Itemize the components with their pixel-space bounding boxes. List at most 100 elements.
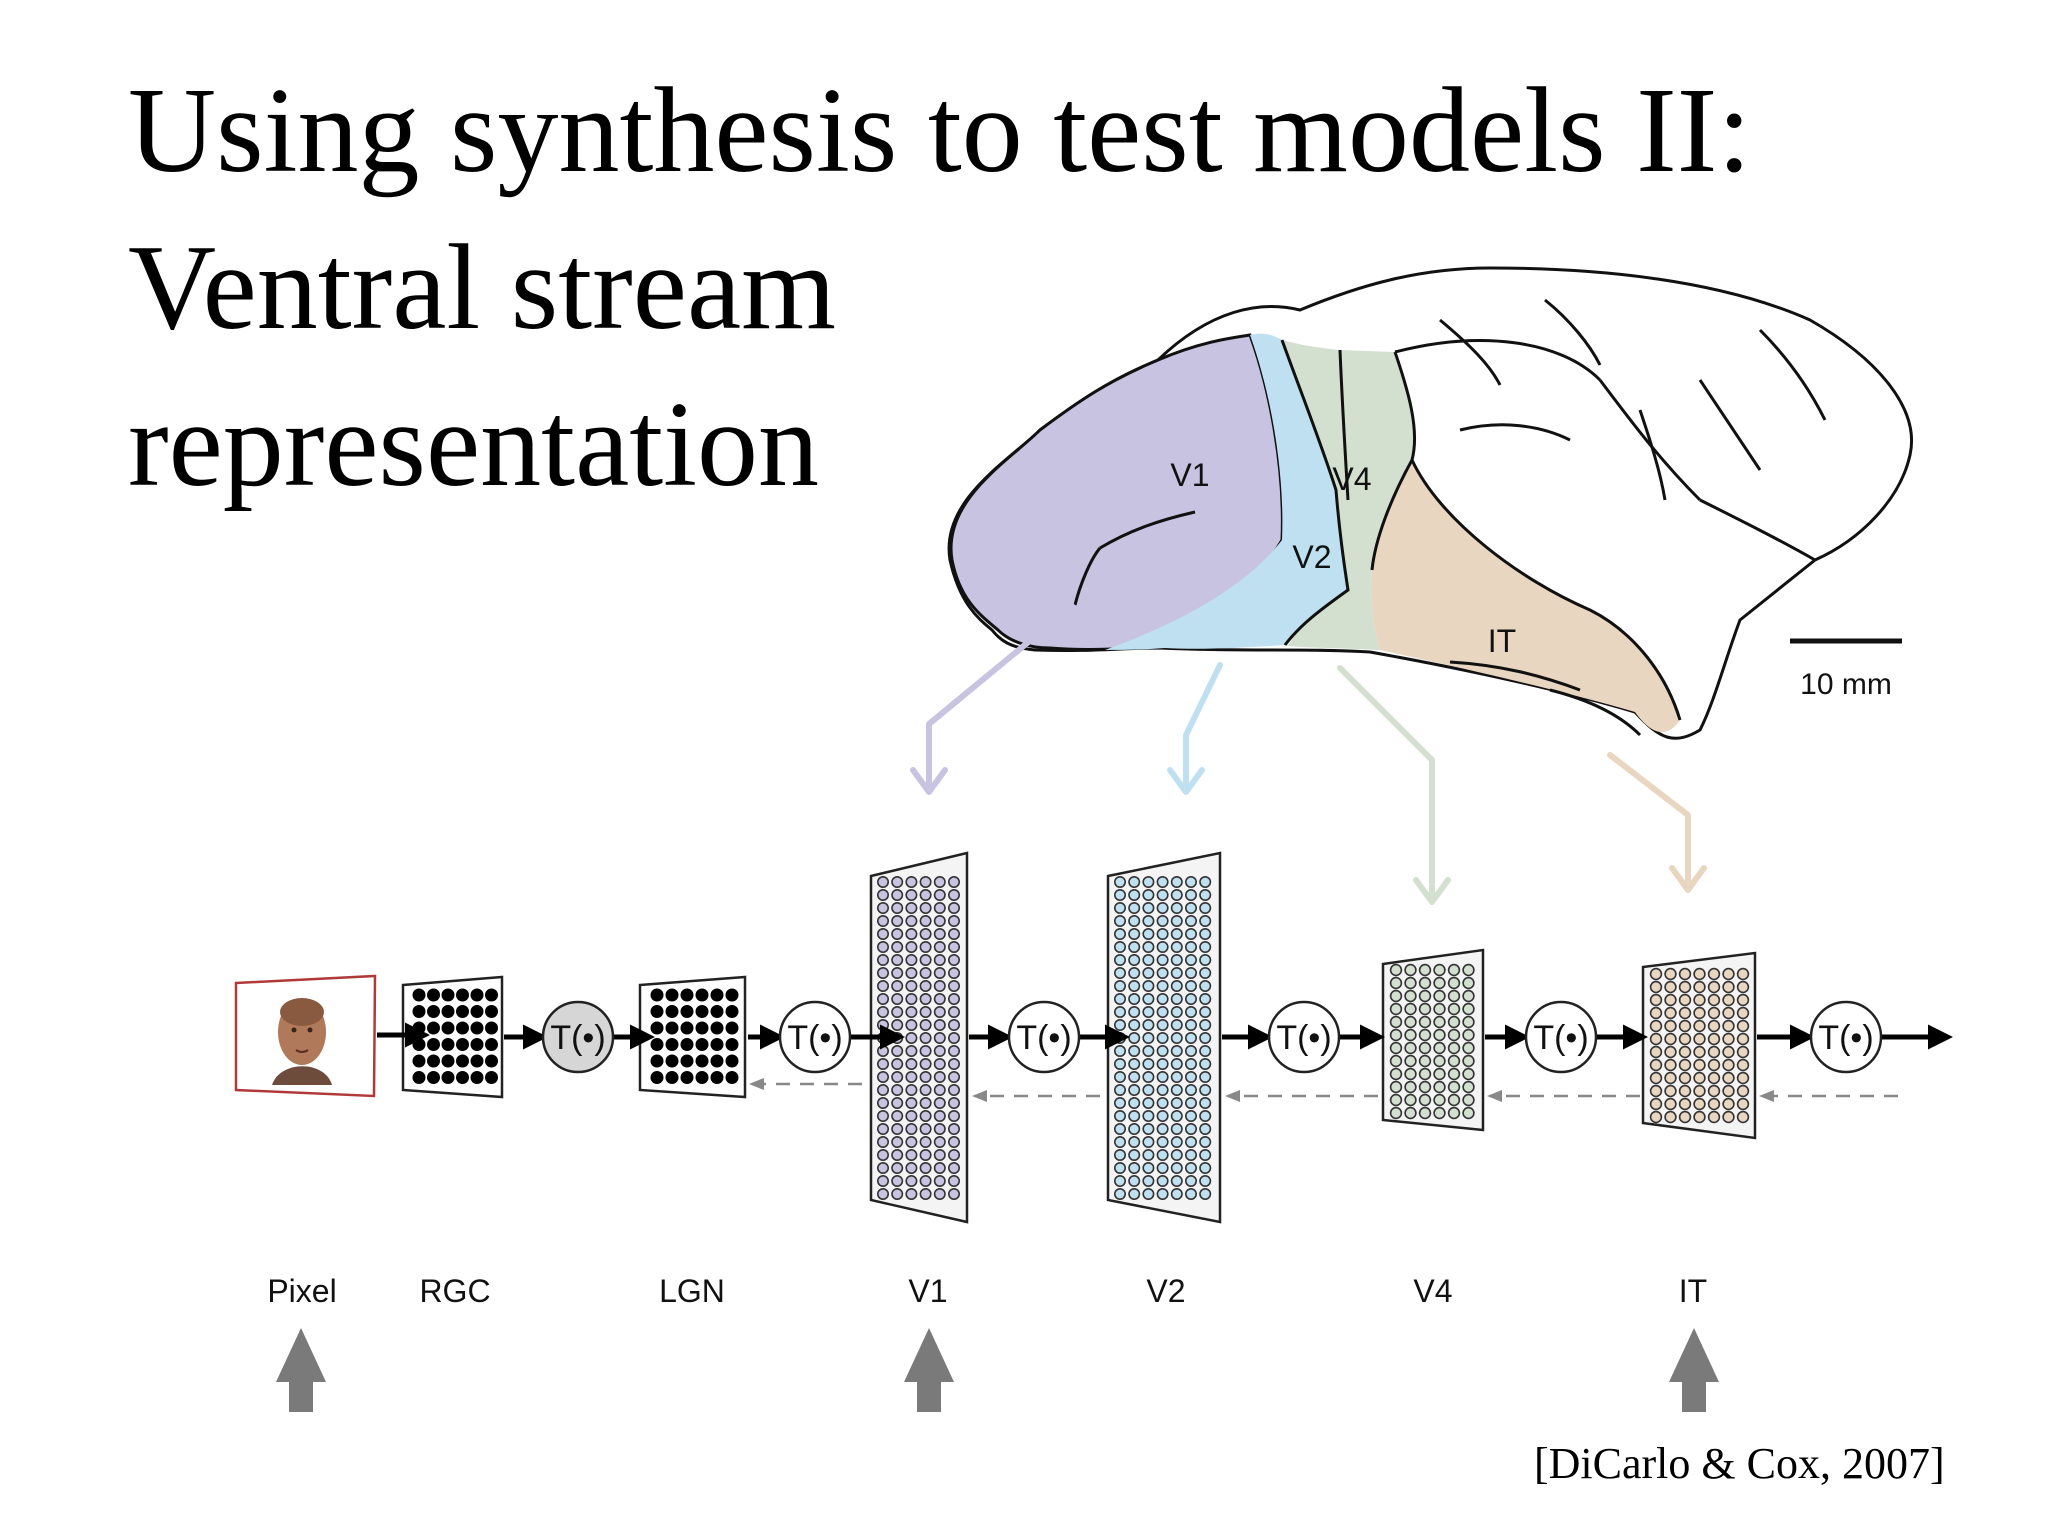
v2-unit [1128,1175,1141,1188]
it-unit [1693,1032,1706,1046]
stage-label-v1: V1 [908,1273,947,1309]
it-unit [1707,1019,1721,1033]
v1-unit [891,1097,904,1110]
v2-unit [1199,1018,1212,1031]
it-unit [1678,1032,1692,1046]
v2-unit [1114,1188,1127,1201]
v2-unit [1128,966,1141,979]
it-unit [1664,980,1677,994]
it-unit [1664,1019,1677,1033]
v2-unit [1185,1110,1198,1123]
v1-unit [919,1045,932,1058]
v1-unit [933,1188,946,1201]
v1-unit [905,1123,918,1136]
v4-unit [1433,976,1446,990]
v2-unit [1170,927,1183,940]
v4-unit [1447,1093,1461,1107]
v1-unit [891,1162,904,1175]
lgn-unit [665,1021,679,1035]
it-unit [1664,1058,1677,1072]
v2-unit [1142,1084,1155,1097]
v2-unit [1199,1032,1212,1045]
it-unit [1664,1097,1677,1111]
v2-unit [1114,914,1127,927]
v1-unit [919,1032,932,1045]
connector-v1 [910,603,1075,795]
v1-unit [891,1005,904,1018]
lgn-unit [710,1071,724,1084]
v2-unit [1156,953,1169,966]
v1-unit [933,1175,946,1188]
v4-unit [1433,1041,1446,1055]
v2-unit [1156,927,1169,940]
v2-unit [1185,1136,1198,1149]
it-unit [1722,1058,1735,1072]
it-unit [1693,1071,1706,1085]
v4-unit [1433,1002,1446,1016]
it-unit [1693,1019,1706,1033]
rgc-unit [470,988,484,1002]
v4-layer [1381,948,1485,1132]
v1-unit [891,992,904,1005]
v1-unit [933,1005,946,1018]
v2-unit [1185,1097,1198,1110]
title-line-1: Using synthesis to test models II: [128,63,1752,198]
svg-text:T(•): T(•) [1818,1019,1873,1057]
it-unit [1707,980,1721,994]
lgn-unit [725,1021,739,1035]
svg-text:T(•): T(•) [550,1019,605,1057]
v2-unit [1156,914,1169,927]
v1-unit [905,1136,918,1149]
v1-unit [933,1032,946,1045]
it-unit [1707,1032,1721,1046]
v1-unit [891,1071,904,1084]
v1-unit [891,914,904,927]
it-unit [1664,1006,1677,1020]
rgc-unit [412,988,426,1002]
v1-unit [919,1188,932,1201]
v4-unit [1447,1002,1461,1016]
transform-op-3: T(•) [1007,1000,1081,1074]
v1-unit [919,1058,932,1071]
v4-unit [1462,1106,1475,1120]
v1-unit [933,914,946,927]
v2-unit [1170,1175,1183,1188]
rgc-unit [485,1071,498,1084]
v4-unit [1389,1028,1403,1042]
v4-unit [1433,989,1446,1003]
v1-unit [919,1175,932,1188]
it-unit [1722,1071,1735,1085]
it-unit [1678,1045,1692,1059]
v1-unit [876,901,889,914]
v4-unit [1404,963,1417,977]
v2-unit [1128,1162,1141,1175]
v2-unit [1142,1110,1155,1123]
v2-unit [1142,1005,1155,1018]
connector-v4 [1337,665,1451,905]
rgc-unit [485,1021,498,1035]
v4-unit [1462,976,1475,990]
v1-unit [905,914,918,927]
v4-unit [1433,1067,1446,1081]
v1-unit [933,1097,946,1110]
lgn-unit [665,1005,679,1018]
v1-unit [905,1175,918,1188]
v2-unit [1114,940,1127,953]
it-unit [1693,967,1706,981]
v1-unit [919,940,932,953]
it-unit [1693,1084,1706,1098]
v2-unit [1199,979,1212,992]
it-unit [1678,1097,1692,1111]
svg-text:T(•): T(•) [1276,1019,1331,1057]
v1-unit [933,1018,946,1031]
v1-unit [947,1045,960,1058]
v1-unit [876,1005,889,1018]
v1-unit [891,1058,904,1071]
v1-unit [947,1175,960,1188]
up-arrow-it [1669,1328,1719,1412]
v4-unit [1418,1028,1432,1042]
v1-unit [919,1018,932,1031]
v4-unit [1389,1015,1403,1029]
it-unit [1707,1084,1721,1098]
v2-unit [1128,1018,1141,1031]
